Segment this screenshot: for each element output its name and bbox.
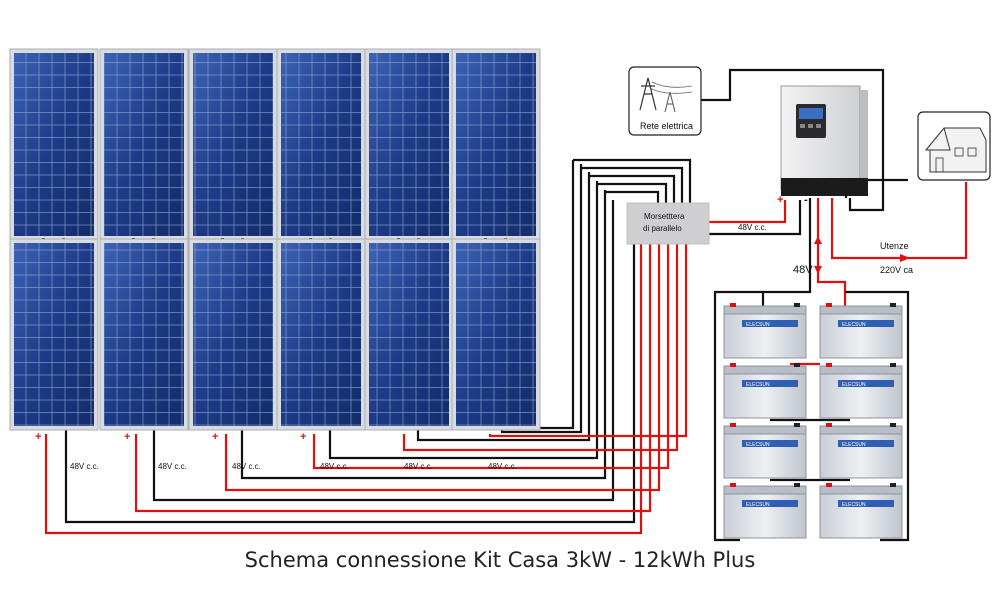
house-icon xyxy=(917,111,991,181)
solar-panel xyxy=(451,238,541,431)
solar-panel xyxy=(99,48,189,241)
battery-bank: ELECSUN ELECSUN ELECSUN ELECSUN ELECSUN ELECS… xyxy=(723,303,903,539)
positive-wire-3 xyxy=(224,243,661,492)
diagram-caption: Schema connessione Kit Casa 3kW - 12kWh … xyxy=(244,548,756,572)
solar-panel xyxy=(99,238,189,431)
solar-panel xyxy=(276,238,366,431)
battery: ELECSUN xyxy=(819,483,903,539)
hybrid-inverter xyxy=(780,85,868,196)
panel-voltage-label: 48V c.c. xyxy=(70,462,99,471)
battery-bank-right-bus xyxy=(845,290,910,542)
polarity-marks: + + + + + - xyxy=(35,194,808,443)
negative-wire-1 xyxy=(64,243,636,524)
loads-wire-red xyxy=(830,182,968,260)
battery: ELECSUN xyxy=(819,303,903,359)
grid-wire xyxy=(700,68,885,212)
panel-voltage-label: 48V c.c. xyxy=(488,462,517,471)
panel-voltage-label: 48V c.c. xyxy=(158,462,187,471)
panel-voltage-label: 48V c.c. xyxy=(232,462,261,471)
battery-brand-label: ELECSUN xyxy=(746,502,770,508)
battery-brand-label: ELECSUN xyxy=(842,322,866,328)
combiner-label-line1: Morsetttera xyxy=(644,212,685,221)
panel-voltage-label: 48V c.c. xyxy=(320,462,349,471)
battery: ELECSUN xyxy=(723,423,807,479)
combiner-output-label: 48V c.c. xyxy=(738,223,767,232)
grid-label: Rete elettrica xyxy=(640,121,694,131)
battery: ELECSUN xyxy=(723,483,807,539)
positive-wire-5 xyxy=(402,243,679,452)
loads-label-line1: Utenze xyxy=(880,241,909,251)
combiner-label-line2: di parallelo xyxy=(643,224,682,233)
battery-wire-black xyxy=(761,198,812,306)
solar-panel-array xyxy=(9,48,541,431)
positive-wire-6 xyxy=(488,243,688,438)
battery-brand-label: ELECSUN xyxy=(842,502,866,508)
combiner-neg-bus-4 xyxy=(597,182,668,205)
dc-positive-to-inverter xyxy=(708,200,787,224)
battery-brand-label: ELECSUN xyxy=(842,382,866,388)
battery: ELECSUN xyxy=(819,363,903,419)
battery: ELECSUN xyxy=(723,363,807,419)
combiner-neg-bus-5 xyxy=(605,190,660,205)
battery: ELECSUN xyxy=(723,303,807,359)
arrow-right-icon xyxy=(900,254,910,262)
combiner-neg-bus-3 xyxy=(589,174,676,205)
solar-panel xyxy=(188,238,278,431)
positive-wire-2 xyxy=(134,243,652,513)
plus-mark: + xyxy=(300,431,306,443)
battery-voltage-label: 48V xyxy=(793,264,813,276)
solar-panel xyxy=(276,48,366,241)
solar-panel xyxy=(364,48,454,241)
panel-voltage-label: 48V c.c. xyxy=(404,462,433,471)
solar-panel xyxy=(451,48,541,241)
plus-mark: + xyxy=(212,431,218,443)
combiner-neg-bus-2 xyxy=(581,166,684,205)
battery-brand-label: ELECSUN xyxy=(746,442,770,448)
battery-brand-label: ELECSUN xyxy=(746,322,770,328)
arrow-down-icon xyxy=(814,266,822,274)
positive-wire-4 xyxy=(312,243,670,470)
battery-brand-label: ELECSUN xyxy=(746,382,770,388)
power-grid-icon xyxy=(628,66,702,136)
negative-wire-5 xyxy=(416,172,591,442)
combiner-box xyxy=(626,202,710,245)
minus-mark: - xyxy=(804,194,808,206)
solar-panel xyxy=(9,48,99,241)
plus-mark: + xyxy=(124,431,130,443)
solar-panel xyxy=(188,48,278,241)
loads-label-line2: 220V ca xyxy=(880,265,914,275)
battery: ELECSUN xyxy=(819,423,903,479)
solar-panel xyxy=(364,238,454,431)
positive-wire-1 xyxy=(44,243,643,535)
battery-bank-left-bus xyxy=(713,290,763,542)
combiner-neg-bus xyxy=(573,158,692,215)
negative-wire-2 xyxy=(152,200,615,502)
arrow-up-icon xyxy=(814,236,822,244)
plus-mark: + xyxy=(35,431,41,443)
plus-mark: + xyxy=(777,194,783,206)
solar-panel xyxy=(9,238,99,431)
dc-negative-to-inverter xyxy=(708,200,802,236)
battery-brand-label: ELECSUN xyxy=(842,442,866,448)
negative-wire-4 xyxy=(328,181,599,460)
negative-wire-3 xyxy=(240,190,607,480)
